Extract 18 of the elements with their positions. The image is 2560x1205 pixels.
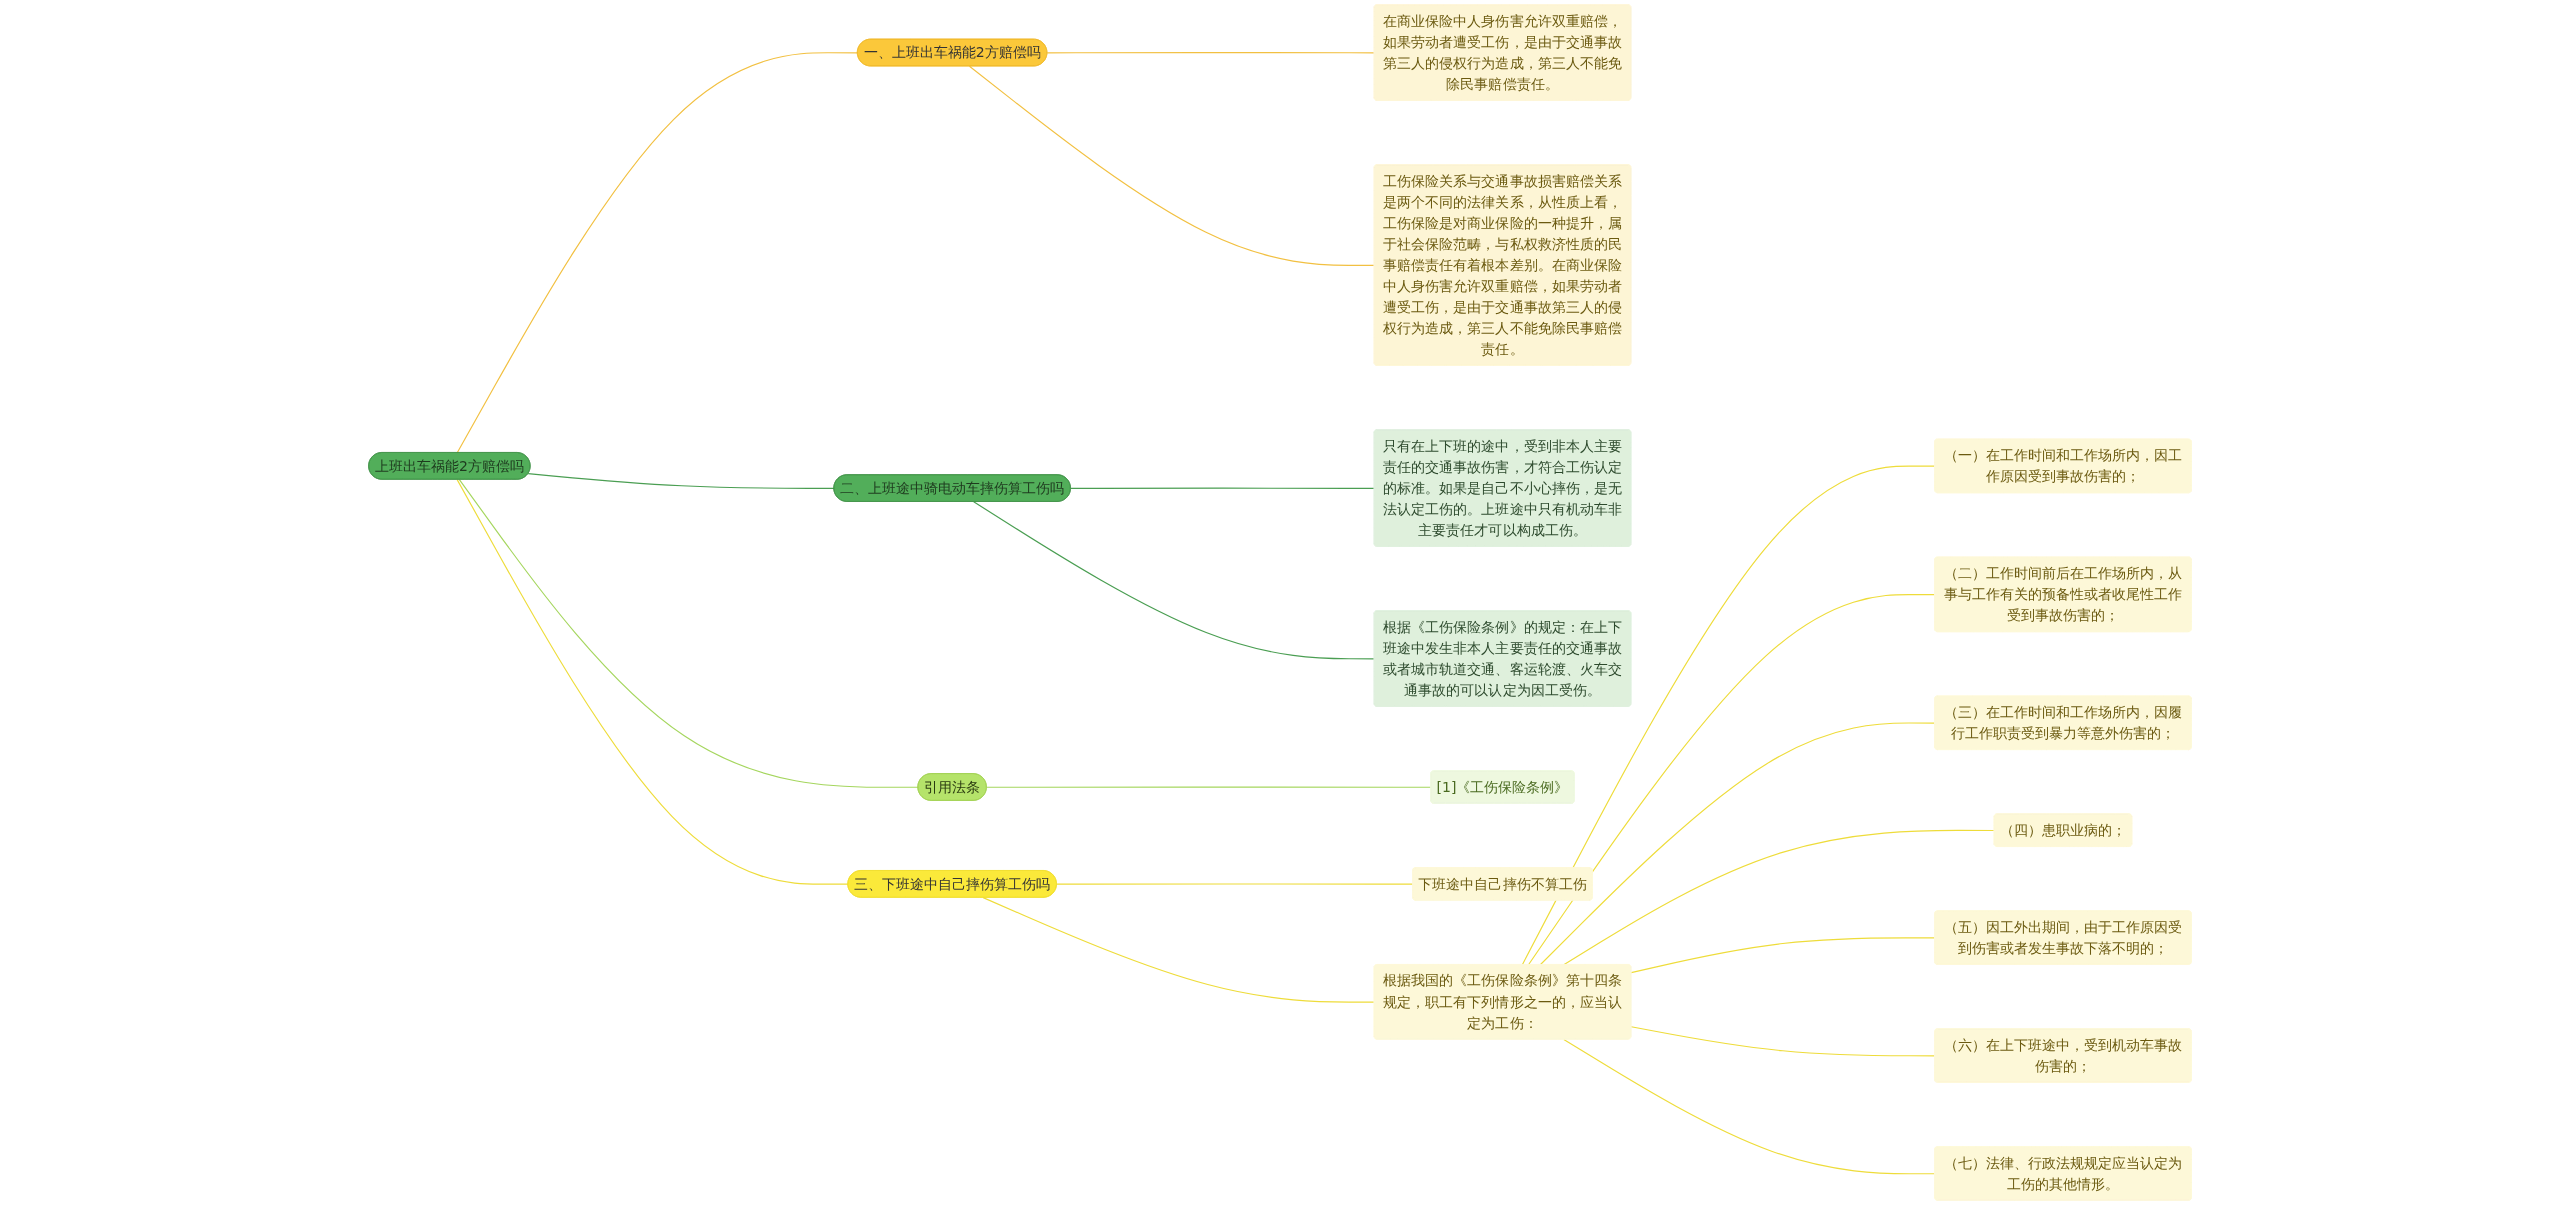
connector xyxy=(527,473,835,489)
connector xyxy=(1563,1038,1936,1175)
connector xyxy=(458,479,919,788)
connector xyxy=(1521,465,1936,966)
connector xyxy=(1056,883,1414,885)
connector xyxy=(1563,829,1995,966)
connector xyxy=(1630,937,1936,974)
connector xyxy=(968,65,1375,266)
connector xyxy=(1070,487,1375,489)
connector xyxy=(1630,1026,1936,1057)
connector xyxy=(456,52,859,454)
connector xyxy=(1046,52,1375,54)
connector xyxy=(1539,722,1936,966)
connector xyxy=(456,479,849,885)
connector xyxy=(986,786,1432,788)
connector xyxy=(973,501,1375,660)
connector xyxy=(1527,594,1936,966)
connector xyxy=(982,897,1375,1003)
